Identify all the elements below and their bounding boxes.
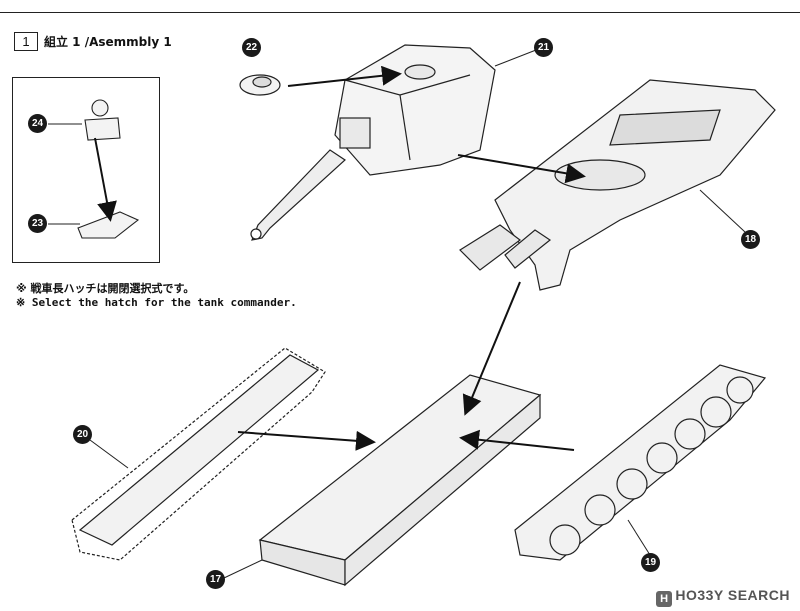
part-number-19: 19 bbox=[641, 553, 660, 572]
part-number-21: 21 bbox=[534, 38, 553, 57]
note-japanese: ※ 戦車長ハッチは開閉選択式です。 bbox=[16, 282, 195, 295]
track-part-20 bbox=[71, 347, 326, 561]
part-number-18: 18 bbox=[741, 230, 760, 249]
watermark-text: HO33Y SEARCH bbox=[675, 587, 790, 603]
part-number-22: 22 bbox=[242, 38, 261, 57]
hull-part-18 bbox=[459, 79, 776, 291]
part-number-20: 20 bbox=[73, 425, 92, 444]
note-english: ※ Select the hatch for the tank commande… bbox=[16, 296, 297, 309]
leader-lines bbox=[48, 49, 746, 579]
turret-part-21 bbox=[250, 44, 496, 241]
commander-hatch-callout bbox=[12, 77, 160, 263]
step-title: 組立 1 /Asemmbly 1 bbox=[44, 35, 172, 49]
part-number-23: 23 bbox=[28, 214, 47, 233]
part-number-24: 24 bbox=[28, 114, 47, 133]
track-part-19 bbox=[514, 364, 767, 561]
assembly-arrows bbox=[94, 65, 586, 451]
step-number-box: 1 bbox=[14, 32, 38, 51]
part-number-17: 17 bbox=[206, 570, 225, 589]
top-rule bbox=[0, 12, 800, 13]
hatch-part-23 bbox=[77, 211, 140, 239]
hatch-part-22 bbox=[239, 74, 281, 96]
watermark-badge: H bbox=[656, 591, 673, 607]
lower-hull-part-17 bbox=[258, 374, 542, 587]
commander-figure-part-24 bbox=[84, 99, 121, 141]
